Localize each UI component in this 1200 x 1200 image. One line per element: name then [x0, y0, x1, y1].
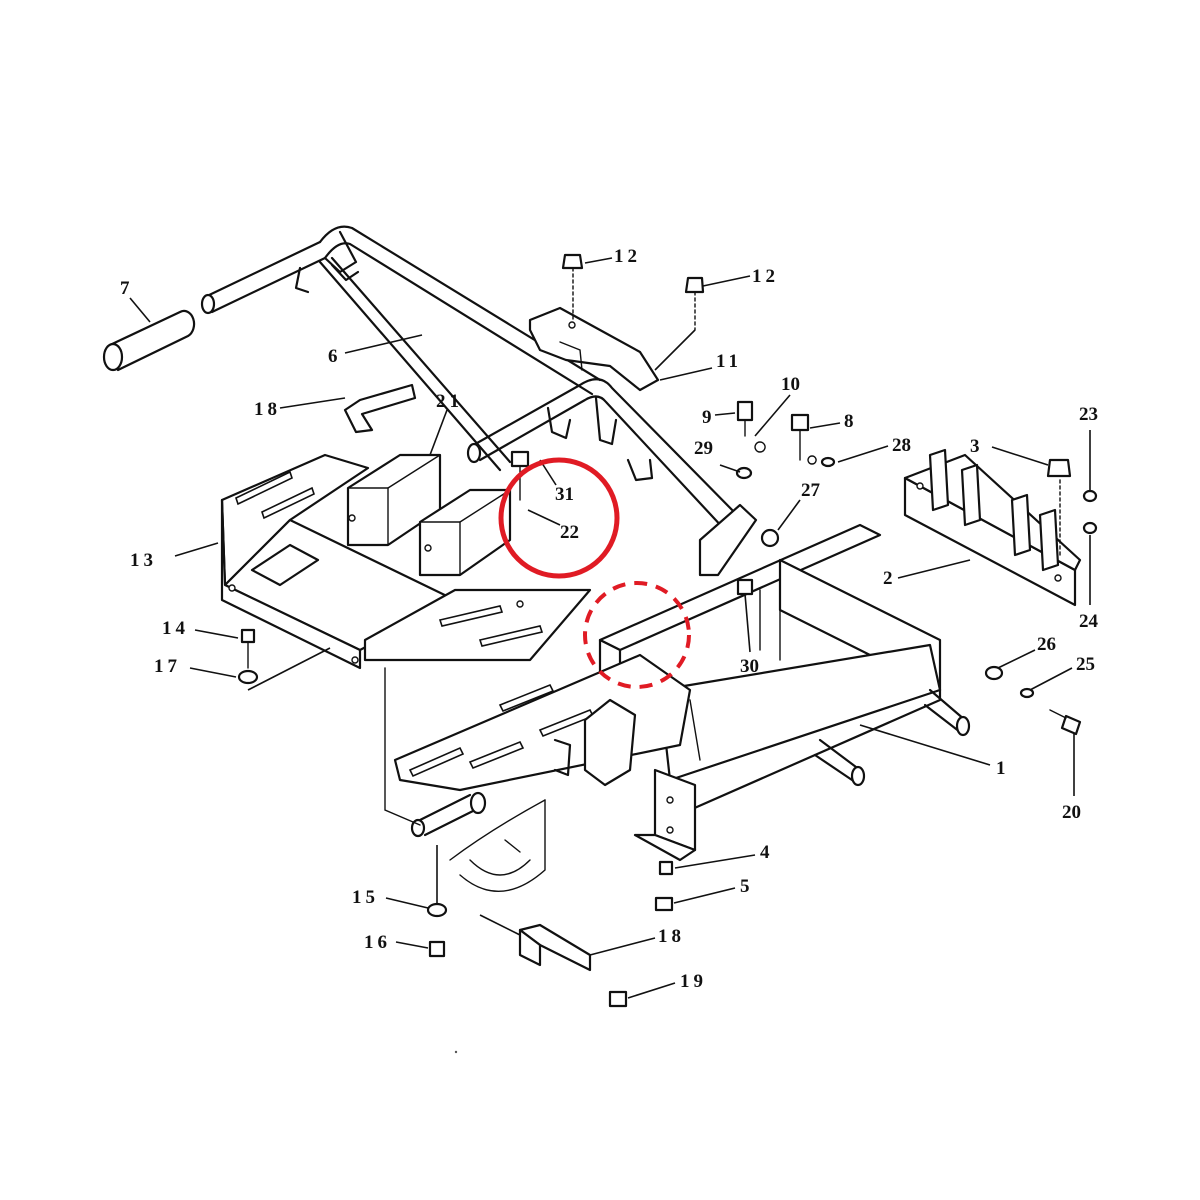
callout-22: 22	[560, 522, 579, 543]
callout-11: 11	[716, 351, 742, 372]
callout-15: 15	[352, 887, 379, 908]
fasteners	[237, 253, 1098, 1008]
callout-10: 10	[781, 374, 800, 395]
callout-1: 1	[996, 758, 1010, 779]
callout-19: 19	[680, 971, 707, 992]
callout-13: 13	[130, 550, 157, 571]
part-13-side-deck	[220, 453, 592, 670]
callout-2: 2	[883, 568, 897, 589]
callout-18-upper: 18	[254, 399, 281, 420]
callout-8: 8	[844, 411, 858, 432]
callout-27: 27	[801, 480, 821, 501]
callout-3: 3	[970, 436, 984, 457]
callout-20: 20	[1062, 802, 1081, 823]
callout-28: 28	[892, 435, 911, 456]
callout-29: 29	[694, 438, 713, 459]
callout-21: 21	[436, 391, 463, 412]
part-6-handle-frame	[200, 225, 758, 577]
callout-labels: 7 6 18 21 12 12 11 10 9 8 29 28 3 23 24 …	[120, 246, 1099, 992]
callout-12-right: 12	[752, 266, 779, 287]
callout-9: 9	[702, 407, 716, 428]
highlight-circle-solid	[498, 457, 620, 579]
callout-23: 23	[1079, 404, 1098, 425]
callout-30: 30	[740, 656, 759, 677]
callout-14: 14	[162, 618, 189, 639]
callout-4: 4	[760, 842, 774, 863]
part-2-rear-bracket	[903, 448, 1082, 607]
callout-24: 24	[1079, 611, 1099, 632]
part-21-blocks	[346, 453, 512, 577]
callout-12-left: 12	[614, 246, 641, 267]
speck	[454, 1050, 458, 1054]
callout-16: 16	[364, 932, 391, 953]
part-11-clamp-bracket	[528, 306, 660, 392]
callout-17: 17	[154, 656, 181, 677]
callout-25: 25	[1076, 654, 1095, 675]
highlight-circle-dashed	[583, 581, 691, 689]
part-1-main-frame	[384, 523, 971, 893]
callout-7: 7	[120, 278, 134, 299]
callout-31: 31	[555, 484, 574, 505]
callout-6: 6	[328, 346, 342, 367]
callout-5: 5	[740, 876, 754, 897]
part-7-pin	[102, 309, 196, 372]
callout-18-lower: 18	[658, 926, 685, 947]
leader-lines	[129, 257, 1091, 999]
callout-26: 26	[1037, 634, 1056, 655]
